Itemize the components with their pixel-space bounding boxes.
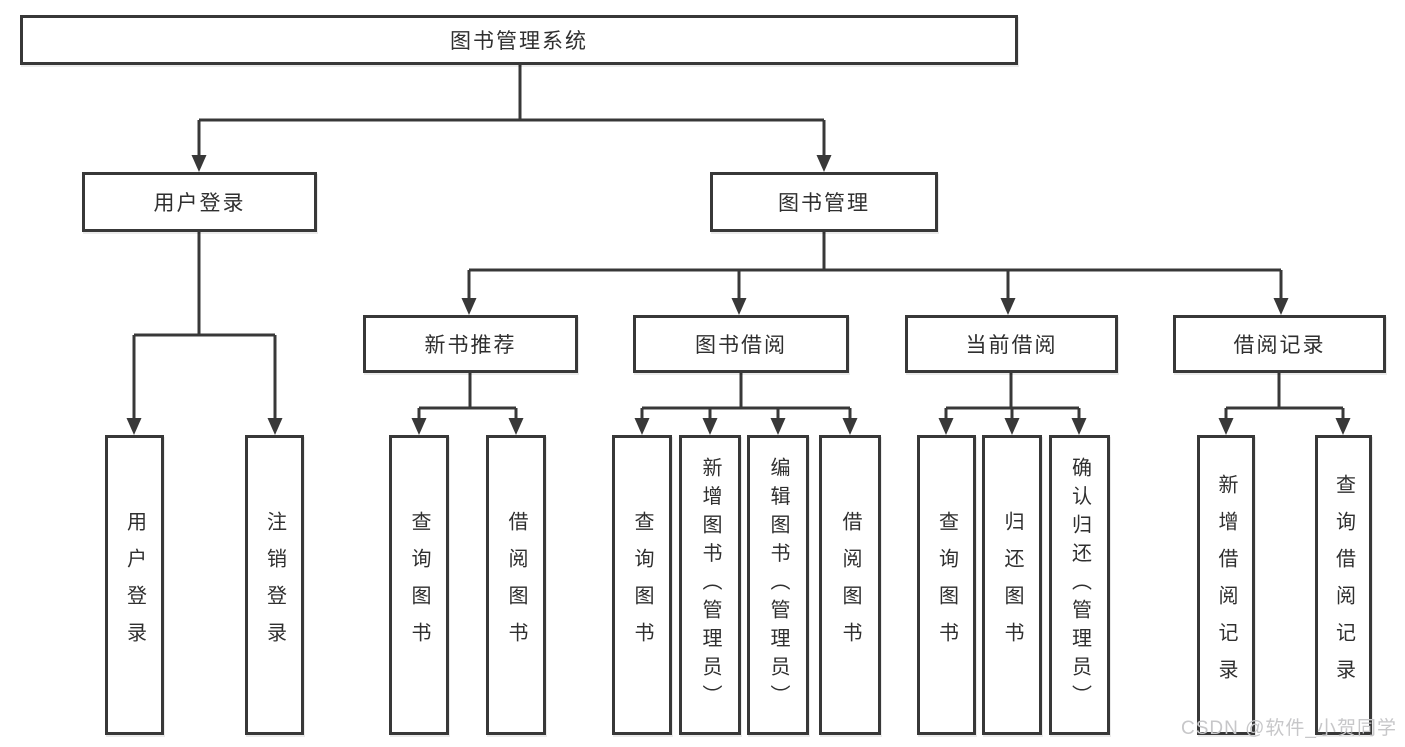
leaf-return-book: 归还图书 xyxy=(982,435,1042,735)
csdn-watermark: CSDN @软件_小贺同学 xyxy=(1181,718,1397,739)
leaf-edit-book-admin: 编辑图书（管理员） xyxy=(747,435,809,735)
leaf-add-book-admin: 新增图书（管理员） xyxy=(679,435,741,735)
node-borrowing-records: 借阅记录 xyxy=(1173,315,1386,373)
connector-paths xyxy=(132,65,1345,421)
leaf-query-books-recommend: 查询图书 xyxy=(389,435,449,735)
leaf-query-borrow-record: 查询借阅记录 xyxy=(1315,435,1372,735)
arrowheads xyxy=(126,155,1351,435)
node-book-management: 图书管理 xyxy=(710,172,938,232)
node-current-borrowing: 当前借阅 xyxy=(905,315,1118,373)
leaf-logout: 注销登录 xyxy=(245,435,304,735)
node-book-borrowing: 图书借阅 xyxy=(633,315,849,373)
leaf-confirm-return-admin: 确认归还（管理员） xyxy=(1049,435,1110,735)
node-user-login: 用户登录 xyxy=(82,172,317,232)
node-new-book-recommend: 新书推荐 xyxy=(363,315,578,373)
leaf-add-borrow-record: 新增借阅记录 xyxy=(1197,435,1255,735)
leaf-borrow-books-borrowing: 借阅图书 xyxy=(819,435,881,735)
leaf-user-login: 用户登录 xyxy=(105,435,164,735)
node-library-management-system: 图书管理系统 xyxy=(20,15,1018,65)
leaf-query-books-borrowing: 查询图书 xyxy=(612,435,672,735)
leaf-query-books-current: 查询图书 xyxy=(917,435,976,735)
leaf-borrow-books-recommend: 借阅图书 xyxy=(486,435,546,735)
